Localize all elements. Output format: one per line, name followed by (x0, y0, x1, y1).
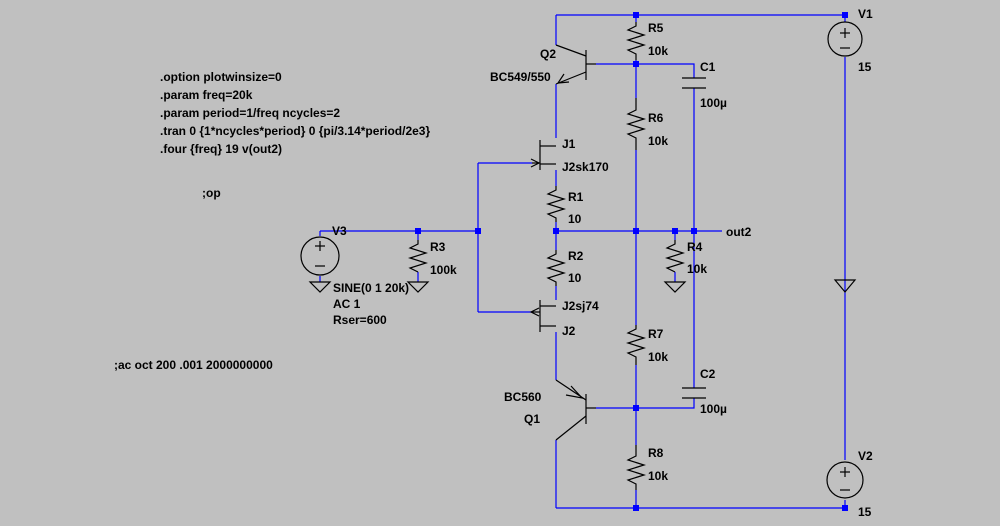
resistor-r2[interactable] (545, 250, 567, 286)
v2-name: V2 (858, 449, 873, 463)
ground-symbol-v3 (308, 281, 332, 293)
c1-name: C1 (700, 60, 716, 74)
j1-name: J1 (562, 137, 576, 151)
r6-name: R6 (648, 111, 664, 125)
resistor-r6[interactable] (625, 98, 647, 150)
diode-arrow-v1v2 (833, 279, 857, 293)
comment-op: ;op (202, 186, 221, 200)
resistor-r8[interactable] (625, 445, 647, 490)
net-label-out2: out2 (726, 225, 752, 239)
v2-value: 15 (858, 505, 872, 519)
j1-model: J2sk170 (562, 160, 609, 174)
r1-value: 10 (568, 212, 582, 226)
v3-line1: SINE(0 1 20k) (333, 281, 409, 295)
r1-name: R1 (568, 190, 584, 204)
r4-value: 10k (687, 262, 707, 276)
r4-name: R4 (687, 240, 703, 254)
r3-name: R3 (430, 240, 446, 254)
junctions (415, 12, 848, 511)
j2-name: J2 (562, 324, 576, 338)
voltage-source-v2[interactable] (826, 461, 864, 499)
c2-value: 100µ (700, 402, 727, 416)
comment-ac: ;ac oct 200 .001 2000000000 (114, 358, 273, 372)
v3-name: V3 (332, 224, 347, 238)
spice-directives: .option plotwinsize=0 .param freq=20k .p… (160, 70, 430, 156)
q1-name: Q1 (524, 412, 540, 426)
directive-line: .tran 0 {1*ncycles*period} 0 {pi/3.14*pe… (160, 124, 430, 138)
directive-line: .option plotwinsize=0 (160, 70, 282, 84)
r2-name: R2 (568, 249, 584, 263)
r7-value: 10k (648, 350, 668, 364)
r5-name: R5 (648, 21, 664, 35)
v1-name: V1 (858, 7, 873, 21)
r6-value: 10k (648, 134, 668, 148)
directive-line: .param freq=20k (160, 88, 253, 102)
capacitor-c2[interactable] (682, 387, 706, 399)
ground-symbol-r4 (663, 281, 687, 293)
transistor-q2[interactable] (555, 44, 596, 85)
directive-line: .four {freq} 19 v(out2) (160, 142, 282, 156)
voltage-source-v3[interactable] (300, 236, 340, 276)
r8-name: R8 (648, 446, 664, 460)
ground-symbol-r3 (406, 281, 430, 293)
resistor-r7[interactable] (625, 325, 647, 365)
v1-value: 15 (858, 60, 872, 74)
resistor-r3[interactable] (407, 240, 429, 273)
j2-model: J2sj74 (562, 299, 599, 313)
v3-line3: Rser=600 (333, 313, 387, 327)
q2-name: Q2 (540, 47, 556, 61)
r7-name: R7 (648, 327, 664, 341)
resistor-r4[interactable] (664, 240, 686, 273)
wires (319, 14, 846, 509)
transistor-q1[interactable] (555, 379, 596, 441)
capacitor-c1[interactable] (682, 77, 706, 89)
directive-line: .param period=1/freq ncycles=2 (160, 106, 340, 120)
r5-value: 10k (648, 44, 668, 58)
r2-value: 10 (568, 271, 582, 285)
q2-model: BC549/550 (490, 70, 551, 84)
v3-line2: AC 1 (333, 297, 361, 311)
jfet-j2[interactable] (529, 300, 556, 332)
r3-value: 100k (430, 263, 457, 277)
r8-value: 10k (648, 469, 668, 483)
resistor-r5[interactable] (625, 22, 647, 60)
resistor-r1[interactable] (545, 186, 567, 222)
jfet-j1[interactable] (530, 140, 556, 170)
c2-name: C2 (700, 367, 716, 381)
voltage-source-v1[interactable] (827, 21, 863, 57)
c1-value: 100µ (700, 96, 727, 110)
q1-model: BC560 (504, 390, 542, 404)
